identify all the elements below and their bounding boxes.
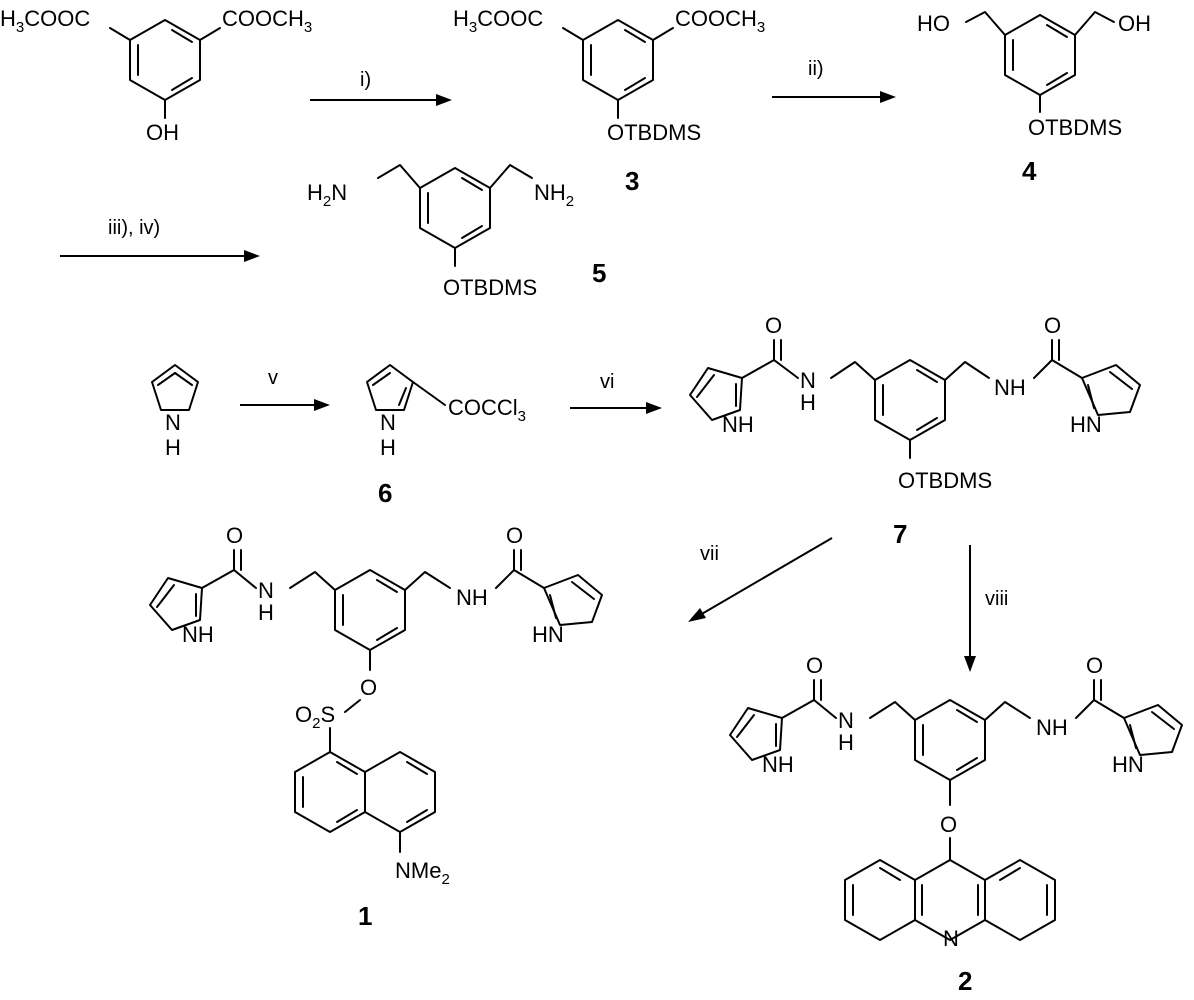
compound-number-4: 4 xyxy=(1022,156,1037,186)
structure-starting-material: H3COOC COOCH3 OH xyxy=(0,6,312,145)
step-label-viii: viii xyxy=(985,588,1008,610)
compound-number-3: 3 xyxy=(625,166,639,196)
reaction-arrow-vi: vi xyxy=(570,371,662,414)
compound-number-5: 5 xyxy=(592,258,606,288)
reaction-arrow-vii: vii xyxy=(688,537,833,622)
ether-oxygen: O xyxy=(940,812,957,837)
step-label-i: i) xyxy=(360,69,371,91)
reaction-arrow-v: v xyxy=(240,367,330,411)
carbonyl-oxygen-right: O xyxy=(506,523,523,548)
otbdms-label: OTBDMS xyxy=(1028,115,1122,140)
pyrrole-hn-right: HN xyxy=(532,622,564,647)
carbonyl-oxygen-right: O xyxy=(1086,653,1103,678)
amine-label-left: H2N xyxy=(307,180,347,210)
pyrrole-nh-left: NH xyxy=(762,752,794,777)
amide-nh-right: NH xyxy=(456,585,488,610)
compound-number-2: 2 xyxy=(958,966,972,996)
hydroxymethyl-label-left: HO xyxy=(917,11,950,36)
reaction-arrow-viii: viii xyxy=(964,545,1008,672)
carbonyl-oxygen-left: O xyxy=(226,523,243,548)
structure-compound-1: O O2S NMe2 N H O NH NH O xyxy=(149,523,603,931)
otbdms-label: OTBDMS xyxy=(607,120,701,145)
otbdms-label: OTBDMS xyxy=(898,468,992,493)
pyrrole-nitrogen: N xyxy=(380,410,396,435)
reaction-arrow-iii-iv: iii), iv) xyxy=(60,217,260,262)
sulfonyl-oxygens: O2S xyxy=(295,702,335,732)
carbonyl-oxygen-left: O xyxy=(765,313,782,338)
structure-compound-5: H2N NH2 OTBDMS 5 xyxy=(307,164,606,300)
acridine-nitrogen: N xyxy=(943,926,959,951)
structure-pyrrole: N H xyxy=(151,364,199,460)
hydroxymethyl-label-right: OH xyxy=(1118,11,1151,36)
dimethylamino-label: NMe2 xyxy=(395,858,450,888)
ester-label-left: H3COOC xyxy=(453,6,543,36)
amide-nitrogen-left: N xyxy=(838,708,854,733)
amide-hydrogen-left: H xyxy=(258,600,274,625)
pyrrole-hn-right: HN xyxy=(1112,752,1144,777)
amide-nh-right: NH xyxy=(1036,715,1068,740)
ester-label-right: COOCH3 xyxy=(675,6,765,36)
step-label-v: v xyxy=(268,367,278,389)
hydroxyl-label: OH xyxy=(146,120,179,145)
pyrrole-nh-left: NH xyxy=(182,622,214,647)
pyrrole-nitrogen: N xyxy=(165,410,181,435)
step-label-ii: ii) xyxy=(808,58,824,80)
step-label-vii: vii xyxy=(700,543,719,565)
pyrrole-hydrogen: H xyxy=(380,435,396,460)
pyrrole-hydrogen: H xyxy=(165,435,181,460)
step-label-vi: vi xyxy=(600,371,614,393)
compound-number-1: 1 xyxy=(358,901,372,931)
pyrrole-nh-left: NH xyxy=(722,412,754,437)
ether-oxygen: O xyxy=(360,675,377,700)
reaction-arrow-ii: ii) xyxy=(772,58,896,103)
step-label-iii-iv: iii), iv) xyxy=(108,217,160,239)
carbonyl-oxygen-right: O xyxy=(1044,313,1061,338)
compound-number-7: 7 xyxy=(893,519,907,549)
ester-label-right: COOCH3 xyxy=(222,6,312,36)
amine-label-right: NH2 xyxy=(534,180,574,210)
otbdms-label: OTBDMS xyxy=(443,275,537,300)
amide-nh-right: NH xyxy=(994,375,1026,400)
amide-nitrogen-left: N xyxy=(800,368,816,393)
trichloroacetyl-label: COCCl3 xyxy=(448,395,526,425)
structure-compound-6: N H COCCl3 6 xyxy=(366,364,526,508)
structure-compound-2: O N N H O NH NH O HN xyxy=(729,653,1183,996)
structure-compound-3: H3COOC COOCH3 OTBDMS 3 xyxy=(453,6,765,196)
structure-compound-4: HO OH OTBDMS 4 xyxy=(917,11,1151,186)
pyrrole-hn-right: HN xyxy=(1070,412,1102,437)
amide-hydrogen-left: H xyxy=(838,730,854,755)
ester-label-left: H3COOC xyxy=(0,6,90,36)
amide-hydrogen-left: H xyxy=(800,390,816,415)
carbonyl-oxygen-left: O xyxy=(806,653,823,678)
reaction-arrow-i: i) xyxy=(310,69,452,106)
compound-number-6: 6 xyxy=(378,478,392,508)
structure-compound-7: OTBDMS N H O NH NH O HN 7 xyxy=(689,313,1141,549)
amide-nitrogen-left: N xyxy=(258,578,274,603)
